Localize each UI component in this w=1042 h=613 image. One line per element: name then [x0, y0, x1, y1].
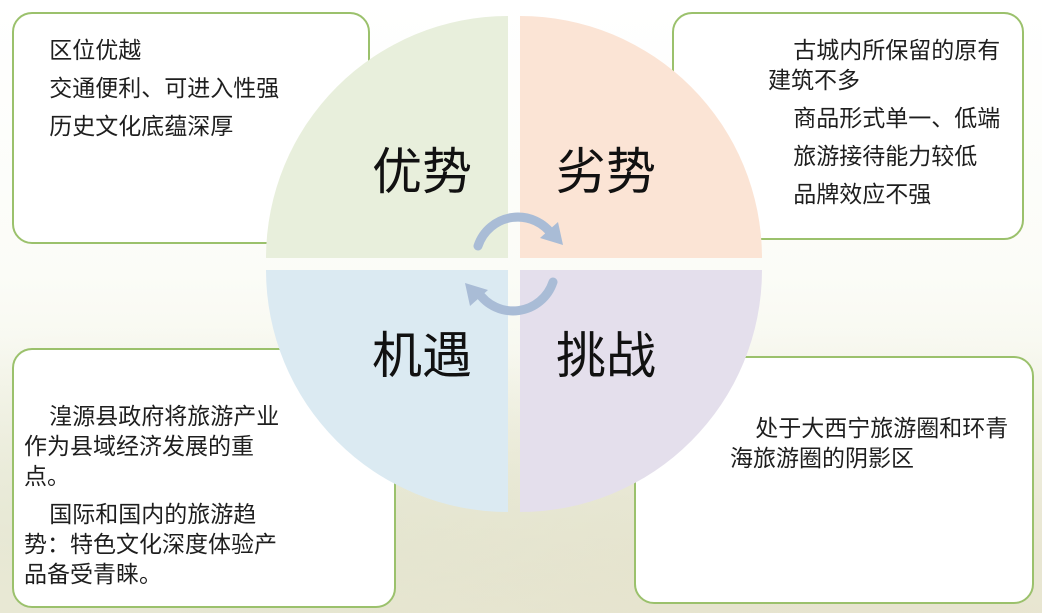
opportunities-title: 机遇	[372, 327, 472, 385]
threat-item: 处于大西宁旅游圈和环青海旅游圈的阴影区	[730, 416, 1009, 472]
weakness-item: 古城内所保留的原有建筑不多	[768, 38, 1001, 94]
weakness-item: 商品形式单一、低端	[793, 106, 1001, 132]
strength-item: 交通便利、可进入性强	[49, 76, 280, 102]
threats-title: 挑战	[556, 327, 656, 385]
cycle-arrows-icon	[465, 212, 563, 316]
weaknesses-box: 古城内所保留的原有建筑不多 商品形式单一、低端 旅游接待能力较低 品牌效应不强	[672, 12, 1024, 240]
strength-item: 历史文化底蕴深厚	[49, 114, 234, 140]
opportunity-item: 湟源县政府将旅游产业作为县域经济发展的重点。	[24, 404, 280, 490]
weakness-item: 旅游接待能力较低	[793, 144, 978, 170]
strengths-quadrant	[266, 16, 508, 258]
weaknesses-quadrant	[520, 16, 762, 258]
strength-item: 区位优越	[49, 38, 142, 64]
opportunity-item: 国际和国内的旅游趋势：特色文化深度体验产品备受青睐。	[24, 502, 277, 588]
threats-quadrant	[520, 270, 762, 512]
weaknesses-title: 劣势	[556, 143, 656, 201]
opportunities-quadrant	[266, 270, 508, 512]
weakness-item: 品牌效应不强	[793, 182, 932, 208]
strengths-title: 优势	[372, 143, 472, 201]
